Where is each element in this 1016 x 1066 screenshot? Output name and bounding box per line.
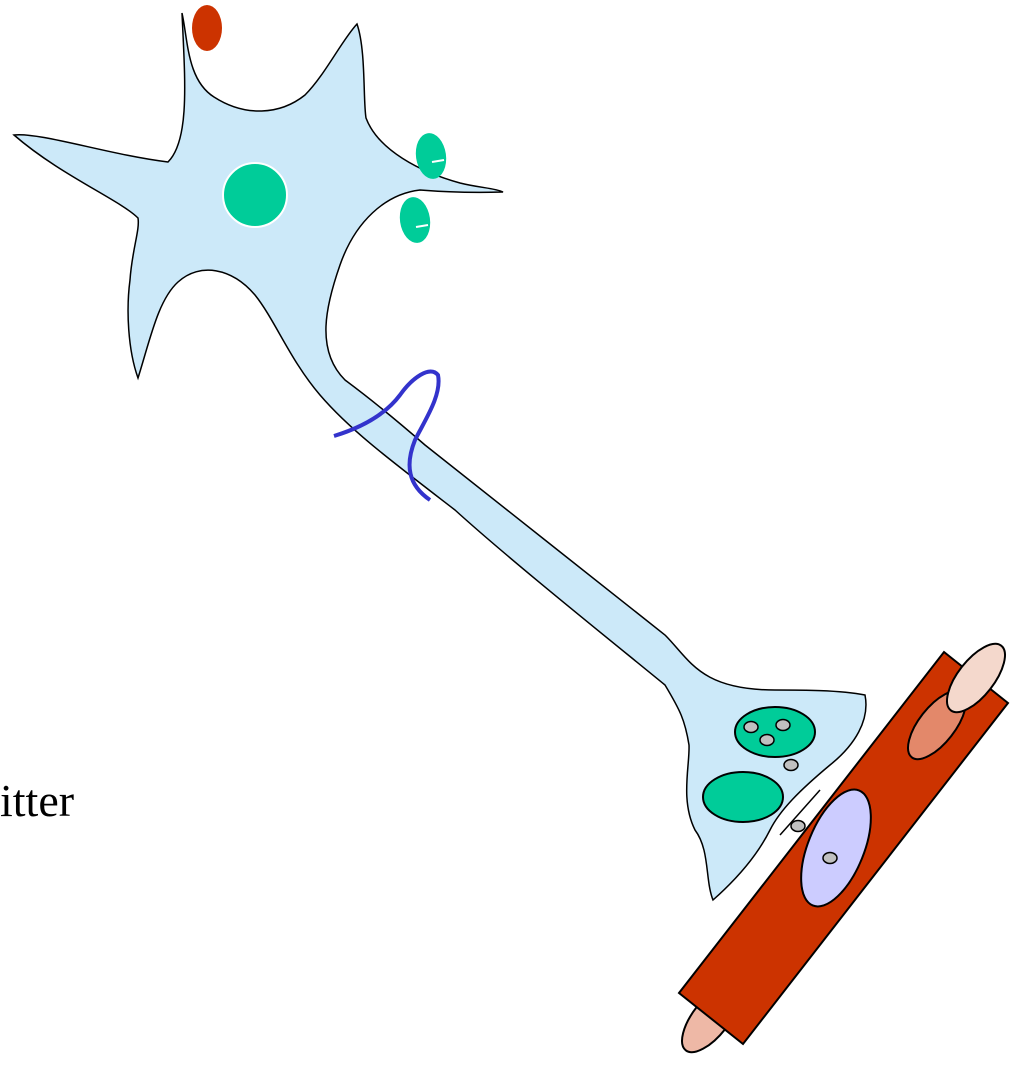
neurotransmitter-label-fragment: itter xyxy=(0,771,74,831)
terminal-mitochondrion xyxy=(703,772,783,822)
terminal-vesicle xyxy=(744,722,758,733)
terminal-vesicle xyxy=(760,735,774,746)
receptor-green-lower xyxy=(397,195,433,245)
receptor-red xyxy=(192,5,222,51)
terminal-vesicle xyxy=(784,760,798,771)
released-vesicle xyxy=(791,821,805,832)
endplate-vesicle xyxy=(823,853,837,864)
terminal-vesicle xyxy=(776,720,790,731)
nucleus xyxy=(223,163,287,227)
